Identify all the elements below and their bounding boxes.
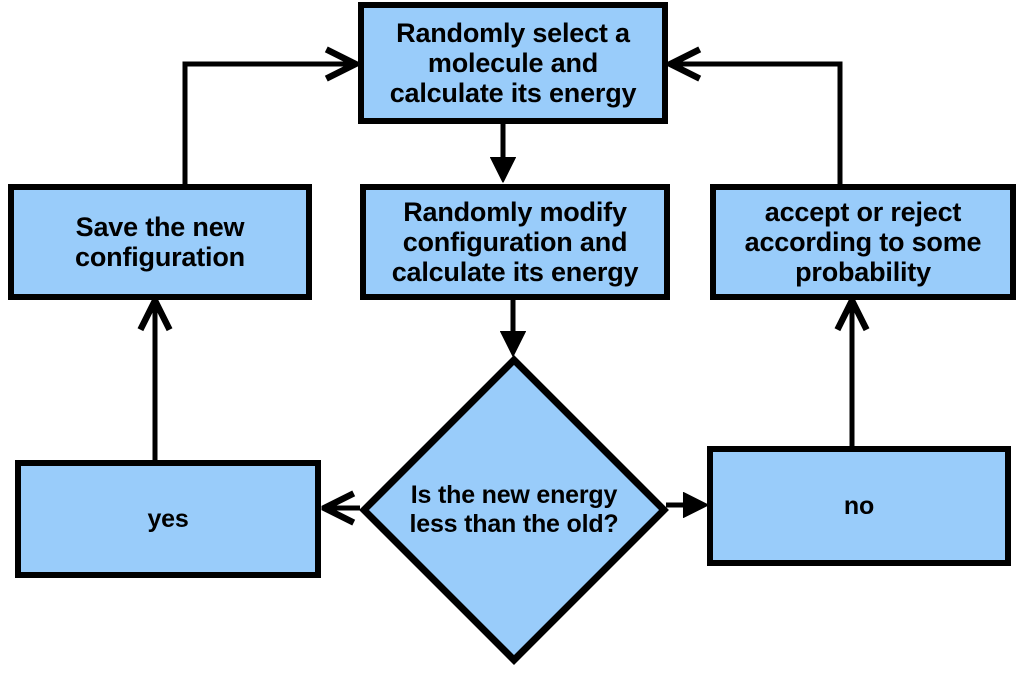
node-label: Randomly select a molecule and calculate…	[389, 17, 637, 109]
node-label: Is the new energy less than the old?	[409, 481, 619, 538]
node-no[interactable]: no	[707, 446, 1011, 566]
node-label: Save the new configuration	[75, 211, 245, 272]
node-yes[interactable]: yes	[15, 460, 321, 578]
node-save-new-configuration[interactable]: Save the new configuration	[8, 184, 312, 300]
node-randomly-modify-configuration[interactable]: Randomly modify configuration and calcul…	[360, 184, 670, 300]
edge-accept-to-select	[672, 64, 843, 190]
node-randomly-select-molecule[interactable]: Randomly select a molecule and calculate…	[358, 2, 668, 124]
node-label: no	[843, 492, 875, 520]
node-label: Randomly modify configuration and calcul…	[391, 196, 639, 288]
diamond-shape	[359, 355, 669, 665]
edge-save-to-select	[182, 64, 354, 190]
node-label: yes	[147, 505, 189, 533]
node-accept-or-reject[interactable]: accept or reject according to some proba…	[710, 184, 1016, 300]
node-label: accept or reject according to some proba…	[744, 196, 982, 288]
node-decision-new-energy-less[interactable]: Is the new energy less than the old?	[358, 354, 670, 666]
